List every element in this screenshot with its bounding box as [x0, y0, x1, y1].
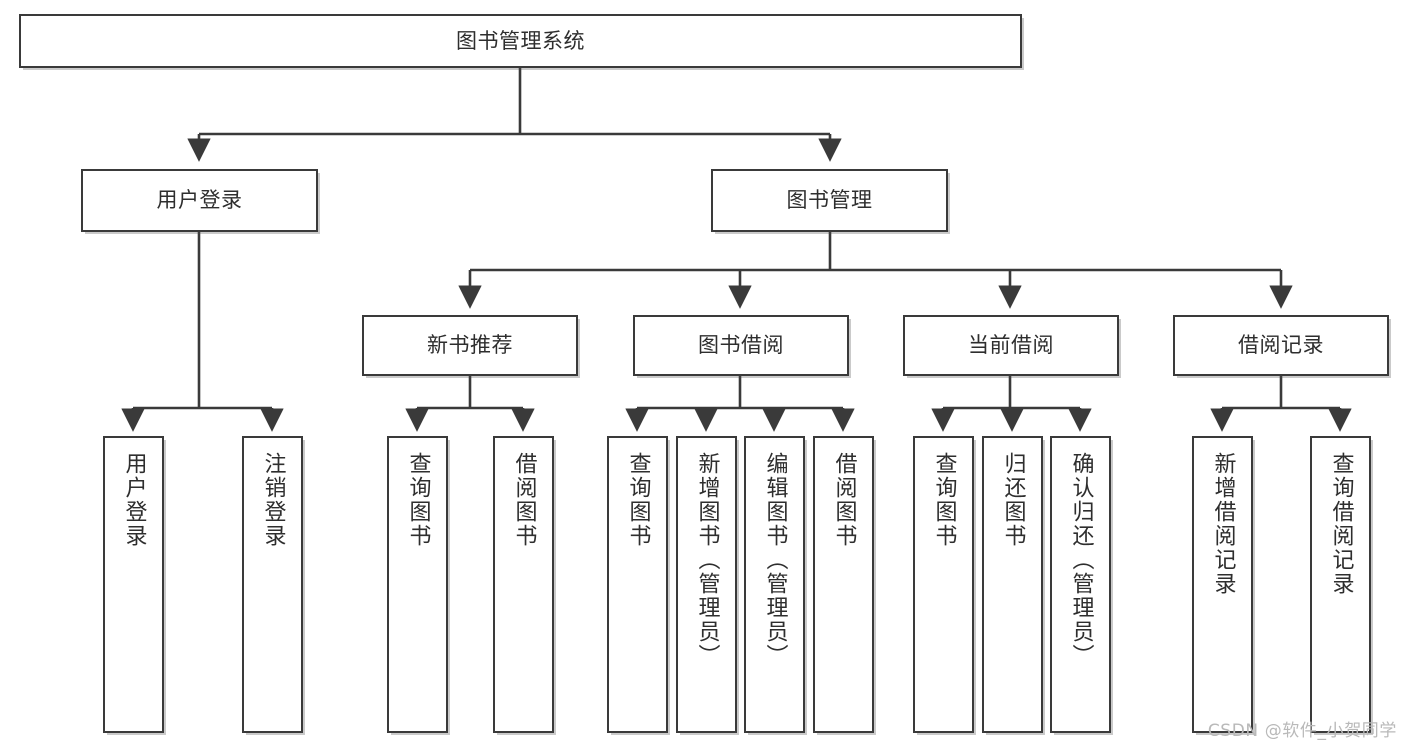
- node-leaf-add-book-label: 新增图书（管理员）: [694, 452, 720, 668]
- node-user-login[interactable]: 用户登录: [81, 169, 318, 232]
- node-leaf-add-record-label: 新增借阅记录: [1210, 452, 1236, 596]
- node-root-label: 图书管理系统: [456, 28, 585, 53]
- node-leaf-return-book[interactable]: 归还图书: [982, 436, 1043, 733]
- node-leaf-query-book-1-label: 查询图书: [405, 452, 431, 548]
- node-leaf-query-book-2[interactable]: 查询图书: [607, 436, 668, 733]
- node-leaf-query-book-2-label: 查询图书: [625, 452, 651, 548]
- node-leaf-query-record[interactable]: 查询借阅记录: [1310, 436, 1371, 733]
- node-leaf-query-book-3[interactable]: 查询图书: [913, 436, 974, 733]
- node-book-borrow[interactable]: 图书借阅: [633, 315, 849, 376]
- node-current-borrow-label: 当前借阅: [968, 333, 1054, 358]
- node-leaf-return-book-label: 归还图书: [1000, 452, 1026, 548]
- node-leaf-borrow-book-2[interactable]: 借阅图书: [813, 436, 874, 733]
- node-borrow-record-label: 借阅记录: [1238, 333, 1324, 358]
- node-leaf-confirm-return-label: 确认归还（管理员）: [1068, 452, 1094, 668]
- node-borrow-record[interactable]: 借阅记录: [1173, 315, 1389, 376]
- node-leaf-confirm-return[interactable]: 确认归还（管理员）: [1050, 436, 1111, 733]
- node-book-management-label: 图书管理: [786, 188, 873, 213]
- node-new-book-recommend-label: 新书推荐: [427, 333, 513, 358]
- node-book-management[interactable]: 图书管理: [711, 169, 948, 232]
- node-new-book-recommend[interactable]: 新书推荐: [362, 315, 578, 376]
- node-leaf-user-login-label: 用户登录: [121, 452, 147, 548]
- node-leaf-logout-login-label: 注销登录: [260, 452, 286, 548]
- node-user-login-label: 用户登录: [156, 188, 243, 213]
- node-leaf-edit-book-label: 编辑图书（管理员）: [762, 452, 788, 668]
- node-leaf-query-book-1[interactable]: 查询图书: [387, 436, 448, 733]
- node-leaf-add-record[interactable]: 新增借阅记录: [1192, 436, 1253, 733]
- node-current-borrow[interactable]: 当前借阅: [903, 315, 1119, 376]
- node-root[interactable]: 图书管理系统: [19, 14, 1022, 68]
- node-leaf-borrow-book-2-label: 借阅图书: [831, 452, 857, 548]
- node-leaf-query-book-3-label: 查询图书: [931, 452, 957, 548]
- csdn-watermark: CSDN @软件_小贺同学: [1207, 721, 1397, 741]
- node-leaf-borrow-book-1-label: 借阅图书: [511, 452, 537, 548]
- node-leaf-borrow-book-1[interactable]: 借阅图书: [493, 436, 554, 733]
- node-leaf-user-login[interactable]: 用户登录: [103, 436, 164, 733]
- node-book-borrow-label: 图书借阅: [698, 333, 784, 358]
- node-leaf-query-record-label: 查询借阅记录: [1328, 452, 1354, 596]
- node-leaf-edit-book[interactable]: 编辑图书（管理员）: [744, 436, 805, 733]
- node-leaf-add-book[interactable]: 新增图书（管理员）: [676, 436, 737, 733]
- node-leaf-logout-login[interactable]: 注销登录: [242, 436, 303, 733]
